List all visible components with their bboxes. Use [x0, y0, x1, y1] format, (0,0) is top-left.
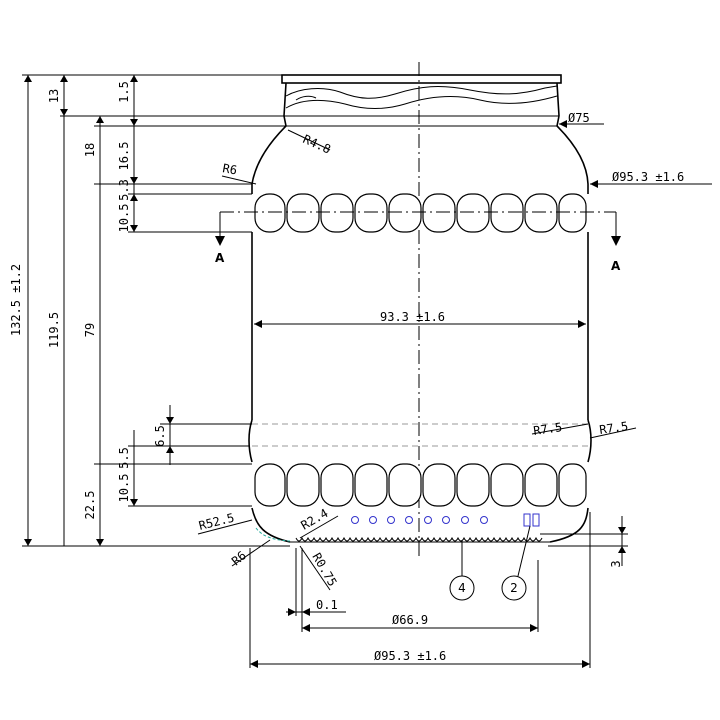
dim-radius-knurl: R0.75	[309, 551, 339, 589]
dim-shoulder-diameter: Ø95.3 ±1.6	[612, 170, 684, 184]
dim-lower-gap: 6.5	[153, 425, 167, 447]
dim-base-outer-diameter: Ø95.3 ±1.6	[374, 649, 446, 663]
section-line-a-a	[215, 211, 621, 246]
jar-outline	[248, 74, 592, 543]
offset-dimension	[286, 608, 346, 616]
balloon-4-label: 4	[458, 581, 466, 595]
base-contact-diameter	[302, 624, 538, 632]
leader-r4-8	[287, 129, 331, 151]
dim-shoulder-a: 18	[83, 143, 97, 157]
bottom-extension-lines	[249, 512, 591, 668]
finish-diameter-leader	[559, 120, 604, 128]
dim-label-panel: 79	[83, 323, 97, 337]
dim-lower-bead-b: 10.5	[117, 474, 131, 503]
leader-r6-bottom	[231, 539, 271, 567]
dim-bead-top: 5.3	[117, 179, 131, 201]
leader-r0-75	[299, 545, 331, 591]
lower-bead-band	[254, 463, 587, 507]
dim-base-contact-diameter: Ø66.9	[392, 613, 428, 627]
dim-body-height: 119.5	[47, 312, 61, 348]
section-label-left: A	[215, 251, 225, 265]
dim-base-step: 3	[609, 560, 623, 567]
upper-bead-band	[254, 193, 587, 233]
dim-radius-neck: R4.8	[301, 132, 333, 157]
shoulder-diameter-leader	[590, 180, 712, 188]
leader-r7-5-left	[531, 423, 589, 435]
base-step-dimension	[540, 516, 628, 566]
balloon-2-label: 2	[510, 581, 518, 595]
dim-total-height: 132.5 ±1.2	[9, 264, 23, 336]
body-diameter-line	[254, 320, 586, 328]
dim-neck-height: 13	[47, 89, 61, 103]
dim-shoulder-b: 16.5	[117, 142, 131, 171]
dim-offset: 0.1	[316, 598, 338, 612]
dim-lip: 1.5	[117, 81, 131, 103]
leader-r6-top	[221, 175, 257, 185]
section-label-right: A	[611, 259, 621, 273]
dim-lower-bead-a: 5.5	[117, 447, 131, 469]
leader-r52-5	[197, 519, 253, 535]
dim-radius-heel: R6	[229, 548, 249, 568]
dim-base-height: 22.5	[83, 491, 97, 520]
dim-radius-shoulder: R6	[221, 161, 238, 177]
embossed-dots	[351, 513, 540, 527]
balloon-4	[449, 540, 475, 601]
dim-radius-push-up: R2.4	[299, 506, 331, 533]
balloon-2	[501, 525, 531, 601]
dim-bead-section: 10.5	[117, 204, 131, 233]
leader-r2-4	[299, 515, 339, 539]
left-dimension-lines	[22, 74, 290, 547]
base-outer-diameter	[250, 660, 590, 668]
dim-finish-diameter: Ø75	[568, 111, 590, 125]
leader-r7-5-right	[589, 427, 637, 439]
dim-radius-lower-right: R7.5	[598, 419, 629, 437]
dim-radius-lower-left: R7.5	[532, 420, 563, 438]
dim-body-diameter: 93.3 ±1.6	[380, 310, 445, 324]
